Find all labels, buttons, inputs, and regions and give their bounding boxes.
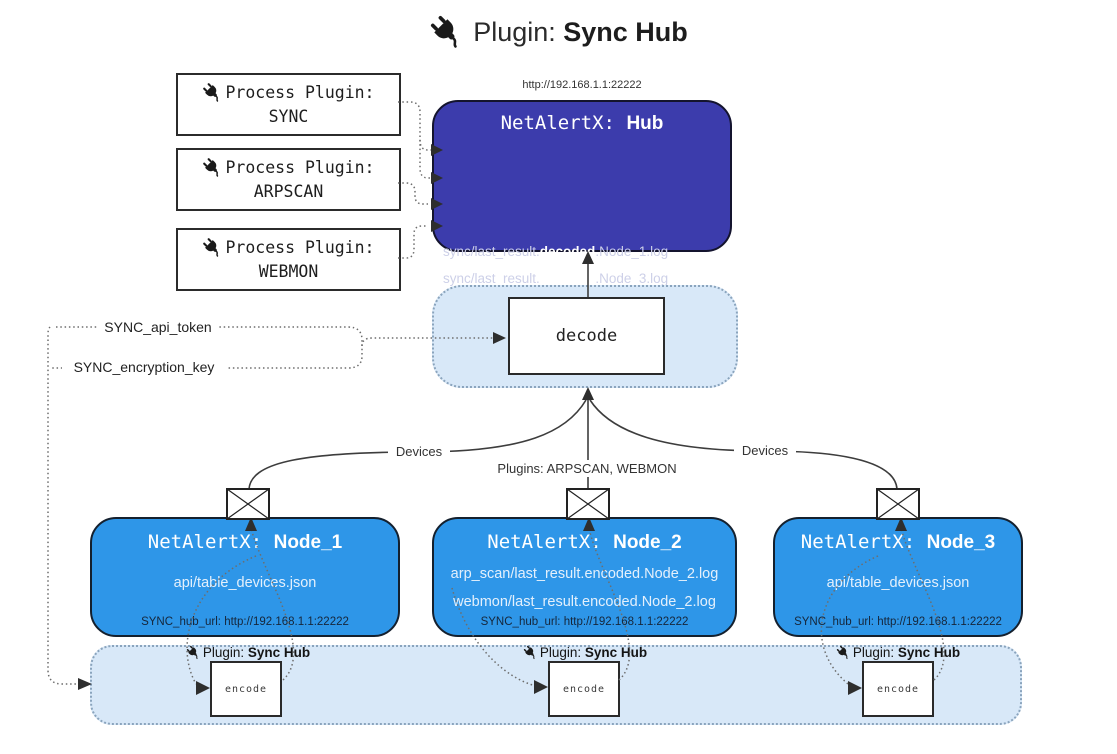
node1-file: api/table_devices.json	[173, 575, 317, 591]
node2-title: NetAlertX: Node_2	[487, 531, 682, 553]
svg-text:SYNC_api_token: SYNC_api_token	[104, 319, 211, 335]
process-plugin-sync-box: Process Plugin: SYNC	[176, 73, 401, 136]
envelope-icon	[566, 488, 610, 520]
node1-devices-curve	[248, 399, 587, 490]
config-to-band-line	[47, 326, 78, 685]
node3-hub-url: SYNC_hub_url: http://192.168.1.1:22222	[794, 616, 1002, 628]
title-text: Plugin: Sync Hub	[473, 16, 688, 47]
devices-label-left: Devices	[388, 443, 450, 460]
process-plugin-name: WEBMON	[258, 261, 319, 281]
process-plugin-label: Process Plugin:	[225, 82, 375, 102]
svg-text:Plugins: ARPSCAN, WEBMON: Plugins: ARPSCAN, WEBMON	[497, 461, 676, 476]
band-plugin-label: Plugin: Sync Hub	[153, 645, 343, 660]
node3-box: NetAlertX: Node_3 api/table_devices.json…	[773, 517, 1023, 637]
envelope-icon	[226, 488, 270, 520]
encode-box: encode	[548, 661, 620, 717]
node1-box: NetAlertX: Node_1 api/table_devices.json…	[90, 517, 400, 637]
svg-text:SYNC_encryption_key: SYNC_encryption_key	[74, 359, 215, 375]
node2-file: arp_scan/last_result.encoded.Node_2.log	[450, 566, 719, 582]
node2-file: webmon/last_result.encoded.Node_2.log	[453, 594, 716, 610]
band-plugin-label: Plugin: Sync Hub	[803, 645, 993, 660]
plug-icon	[203, 238, 219, 257]
devices-label-right: Devices	[734, 442, 796, 459]
plugins-label-middle: Plugins: ARPSCAN, WEBMON	[497, 460, 677, 477]
plug-icon	[431, 15, 457, 48]
process-plugin-name: SYNC	[268, 106, 309, 126]
node1-title: NetAlertX: Node_1	[147, 531, 343, 553]
hub-box: NetAlertX: Hub sync/last_result.decoded.…	[432, 100, 732, 335]
envelope-icon	[876, 488, 920, 520]
encode-box: encode	[210, 661, 282, 717]
plug-icon	[203, 83, 219, 102]
node2-hub-url: SYNC_hub_url: http://192.168.1.1:22222	[480, 616, 689, 628]
process-plugin-label: Process Plugin:	[225, 157, 375, 177]
hub-title: NetAlertX: Hub	[500, 112, 664, 134]
webmon-to-hub-line	[398, 225, 428, 259]
hub-log-line: sync/last_result.decoded.Node_3.log	[443, 271, 669, 286]
plug-icon	[203, 158, 219, 177]
config-bracket-line	[50, 326, 363, 369]
node1-hub-url: SYNC_hub_url: http://192.168.1.1:22222	[141, 616, 349, 628]
process-plugin-label: Process Plugin:	[225, 237, 375, 257]
node3-title: NetAlertX: Node_3	[800, 531, 996, 553]
arrow-up-icon	[582, 387, 594, 400]
svg-text:Devices: Devices	[742, 443, 789, 458]
hub-log-line: sync/last_result.decoded.Node_1.log	[443, 244, 669, 259]
sync-to-hub-line2	[419, 140, 431, 179]
process-plugin-arpscan-box: Process Plugin: ARPSCAN	[176, 148, 401, 211]
decode-box: decode	[508, 297, 665, 375]
arpscan-to-hub-line	[398, 182, 428, 205]
sync-encryption-key-label: SYNC_encryption_key	[62, 359, 226, 376]
hub-url-label: http://192.168.1.1:22222	[522, 79, 642, 91]
plug-icon	[836, 645, 848, 660]
encode-box: encode	[862, 661, 934, 717]
band-plugin-label: Plugin: Sync Hub	[490, 645, 680, 660]
sync-to-hub-line	[398, 101, 431, 151]
svg-text:Devices: Devices	[396, 444, 443, 459]
process-plugin-webmon-box: Process Plugin: WEBMON	[176, 228, 401, 291]
plug-icon	[523, 645, 535, 660]
plug-icon	[186, 645, 198, 660]
node2-box: NetAlertX: Node_2 arp_scan/last_result.e…	[432, 517, 737, 637]
node3-devices-curve	[589, 399, 898, 490]
page-title: Plugin: Sync Hub	[0, 14, 1117, 50]
node3-file: api/table_devices.json	[826, 575, 970, 591]
sync-api-token-label: SYNC_api_token	[97, 319, 219, 336]
process-plugin-name: ARPSCAN	[253, 181, 324, 201]
